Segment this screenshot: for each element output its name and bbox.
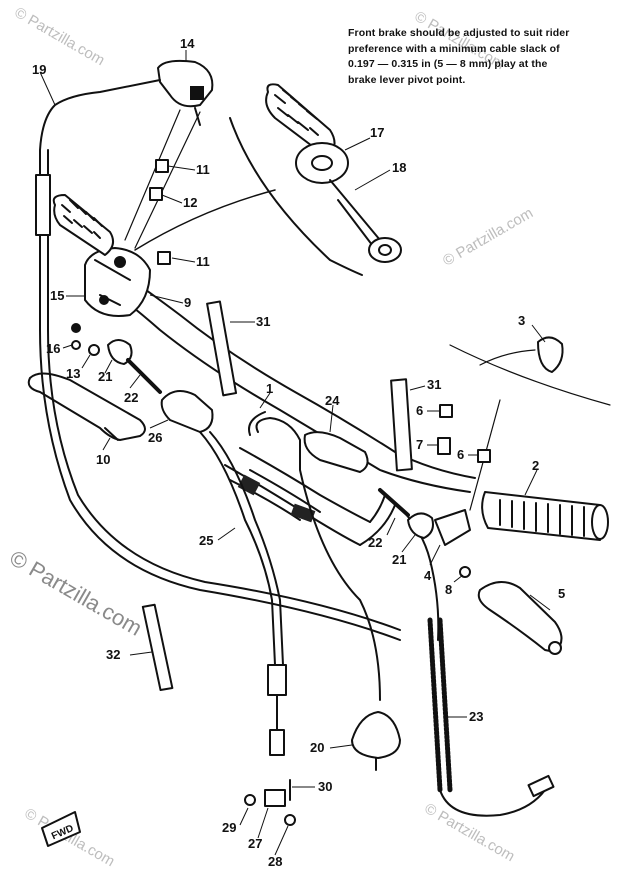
part-label: 20 [310, 740, 324, 755]
right-lever-holder [407, 512, 434, 539]
brake-lever [477, 581, 563, 653]
part-label: 16 [46, 341, 60, 356]
part-label: 31 [427, 377, 441, 392]
part-label: 28 [268, 854, 282, 869]
adjuster-left [126, 358, 162, 394]
left-grip [52, 194, 115, 256]
part-label: 18 [392, 160, 406, 175]
brake-adjustment-note: Front brake should be adjusted to suit r… [348, 26, 618, 88]
part-label: 10 [96, 452, 110, 467]
bolts [71, 159, 491, 826]
part-label: 7 [416, 437, 423, 452]
part-label: 23 [469, 709, 483, 724]
note-line: brake lever pivot point. [348, 73, 466, 86]
part-label: 11 [196, 162, 210, 177]
part-label: 9 [184, 295, 191, 310]
strap-31-mid [390, 378, 413, 472]
part-label: 15 [50, 288, 64, 303]
part-label: 22 [124, 390, 138, 405]
fwd-arrow [41, 811, 81, 847]
part-label: 4 [424, 568, 432, 583]
part-label: 30 [318, 779, 332, 794]
cable-guide-24 [303, 431, 369, 473]
part-label: 8 [445, 582, 452, 597]
part-label: 13 [66, 366, 80, 381]
strap-32 [141, 603, 174, 692]
part-label: 21 [392, 552, 406, 567]
part-label: 2 [532, 458, 539, 473]
part-number-labels: 14 19 11 12 11 9 15 31 17 18 3 1 24 31 6… [32, 36, 565, 869]
cable-guide-26 [160, 390, 214, 433]
part-label: 12 [183, 195, 197, 210]
part-label: 32 [106, 647, 120, 662]
note-line: Front brake should be adjusted to suit r… [348, 27, 570, 39]
brake-cable [379, 489, 440, 641]
cable-loop-lower [39, 329, 401, 641]
part-label: 11 [196, 254, 210, 269]
part-label: 24 [325, 393, 340, 408]
part-label: 5 [558, 586, 565, 601]
part-label: 1 [266, 381, 273, 396]
part-label: 25 [199, 533, 213, 548]
part-label: 21 [98, 369, 112, 384]
crossbar [229, 469, 321, 521]
part-20-body [351, 711, 401, 759]
crossbar-pad-2 [290, 503, 316, 523]
part-label: 31 [256, 314, 270, 329]
part-label: 3 [518, 313, 525, 328]
part-label: 17 [370, 125, 384, 140]
clutch-cable [199, 431, 276, 666]
grip-assembly-detail [134, 83, 402, 276]
part-label: 26 [148, 430, 162, 445]
right-holder-3 [537, 336, 564, 373]
lever-holder-left [107, 339, 133, 365]
right-grip [481, 491, 609, 541]
strap-31-top [206, 300, 238, 397]
part-label: 14 [180, 36, 195, 51]
part-label: 19 [32, 62, 46, 77]
left-switch-housing [84, 247, 151, 317]
note-line: 0.197 — 0.315 in (5 — 8 mm) play at the [348, 58, 548, 70]
note-line: preference with a minimum cable slack of [348, 42, 560, 55]
part-label: 29 [222, 820, 236, 835]
crossbar-pad [237, 474, 261, 496]
leader-lines [39, 50, 551, 856]
part-label: 6 [457, 447, 464, 462]
clutch-lever [27, 372, 146, 441]
part-label: 6 [416, 403, 423, 418]
part-label: 27 [248, 836, 262, 851]
throttle-housing [35, 59, 214, 331]
part-label: 22 [368, 535, 382, 550]
